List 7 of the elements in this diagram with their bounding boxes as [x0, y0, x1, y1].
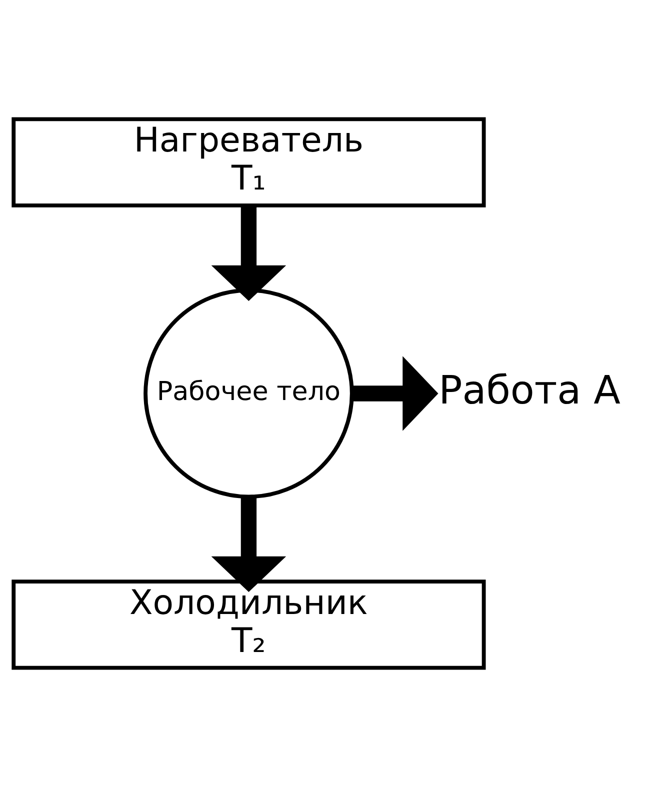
node-circle: Рабочее тело: [144, 288, 354, 498]
node-box: Нагреватель T₁: [12, 116, 486, 207]
arrow: [352, 356, 438, 430]
arrow: [211, 496, 286, 592]
node-box: Холодильник T₂: [12, 579, 486, 670]
node-text: Работа А: [438, 368, 620, 413]
arrow: [211, 205, 286, 301]
